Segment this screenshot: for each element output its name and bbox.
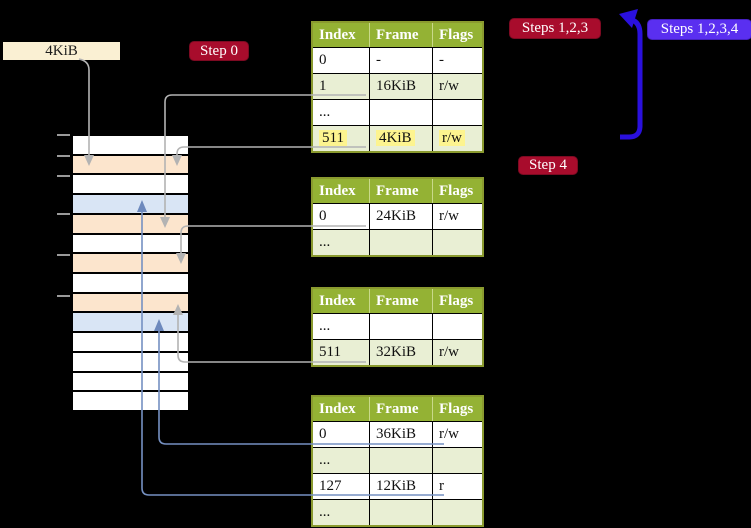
table-header-row: Index Frame Flags xyxy=(313,289,482,313)
cell-index: ... xyxy=(313,313,369,339)
memory-frame-row xyxy=(73,136,188,154)
header-cell-frame: Frame xyxy=(369,23,432,47)
cell-index: ... xyxy=(313,447,369,473)
cell-flags: r xyxy=(432,473,482,499)
highlight-mark: r/w xyxy=(439,130,465,146)
badge-step-4: Step 4 xyxy=(519,157,577,174)
header-cell-flags: Flags xyxy=(432,23,482,47)
memory-frame-row xyxy=(73,254,188,273)
cell-frame: 16KiB xyxy=(369,73,432,99)
table-header-row: Index Frame Flags xyxy=(313,23,482,47)
cell-frame xyxy=(369,99,432,125)
memory-frame-row xyxy=(73,333,188,351)
cell-flags xyxy=(432,499,482,525)
table-row: 1 16KiB r/w xyxy=(313,73,482,99)
cell-flags xyxy=(432,99,482,125)
table-row: ... xyxy=(313,499,482,525)
cell-frame: - xyxy=(369,47,432,73)
page-table-4: Index Frame Flags 0 36KiB r/w ... 127 12… xyxy=(311,395,484,527)
cell-frame xyxy=(369,313,432,339)
cell-flags: r/w xyxy=(432,203,482,229)
header-cell-index: Index xyxy=(313,289,369,313)
memory-frame-row xyxy=(73,234,188,253)
table-header-row: Index Frame Flags xyxy=(313,179,482,203)
table-row-highlighted: 511 4KiB r/w xyxy=(313,125,482,151)
header-cell-flags: Flags xyxy=(432,397,482,421)
highlight-mark: 511 xyxy=(319,130,347,146)
memory-tick xyxy=(57,254,70,256)
memory-frame-row xyxy=(73,293,188,312)
cell-flags: r/w xyxy=(432,73,482,99)
cell-index: 0 xyxy=(313,421,369,447)
table-row: 0 24KiB r/w xyxy=(313,203,482,229)
cell-frame xyxy=(369,447,432,473)
cell-index: 1 xyxy=(313,73,369,99)
header-cell-index: Index xyxy=(313,23,369,47)
cell-flags xyxy=(432,447,482,473)
cell-index: 127 xyxy=(313,473,369,499)
cell-flags: r/w xyxy=(432,339,482,365)
table-row: ... xyxy=(313,313,482,339)
memory-tick xyxy=(57,175,70,177)
table-row: 0 - - xyxy=(313,47,482,73)
table-header-row: Index Frame Flags xyxy=(313,397,482,421)
memory-frame-row xyxy=(73,195,188,213)
cell-frame: 4KiB xyxy=(369,125,432,151)
cell-frame: 36KiB xyxy=(369,421,432,447)
highlight-mark: 4KiB xyxy=(376,130,415,146)
table-row: ... xyxy=(313,229,482,255)
cell-frame xyxy=(369,499,432,525)
memory-tick xyxy=(57,213,70,215)
header-cell-flags: Flags xyxy=(432,289,482,313)
cell-frame xyxy=(369,229,432,255)
badge-steps-1-2-3: Steps 1,2,3 xyxy=(510,19,600,38)
cell-frame: 32KiB xyxy=(369,339,432,365)
header-cell-frame: Frame xyxy=(369,289,432,313)
table-row: ... xyxy=(313,447,482,473)
cell-flags: r/w xyxy=(432,125,482,151)
memory-frame-row xyxy=(73,175,188,194)
cell-index: ... xyxy=(313,99,369,125)
memory-tick xyxy=(57,134,70,136)
cell-index: 511 xyxy=(313,125,369,151)
page-size-label: 4KiB xyxy=(3,42,120,60)
memory-tick xyxy=(57,295,70,297)
header-cell-frame: Frame xyxy=(369,397,432,421)
cell-flags xyxy=(432,313,482,339)
table-row: 511 32KiB r/w xyxy=(313,339,482,365)
memory-frame-row xyxy=(73,214,188,233)
table-row: 127 12KiB r xyxy=(313,473,482,499)
memory-frame-row xyxy=(73,274,188,292)
memory-frame-row xyxy=(73,372,188,391)
cell-index: 0 xyxy=(313,203,369,229)
cell-index: ... xyxy=(313,499,369,525)
header-cell-frame: Frame xyxy=(369,179,432,203)
page-table-3: Index Frame Flags ... 511 32KiB r/w xyxy=(311,287,484,367)
memory-frame-row xyxy=(73,313,188,332)
cell-index: ... xyxy=(313,229,369,255)
memory-frame-row xyxy=(73,392,188,411)
cell-flags: - xyxy=(432,47,482,73)
page-table-1: Index Frame Flags 0 - - 1 16KiB r/w ... … xyxy=(311,21,484,153)
header-cell-index: Index xyxy=(313,179,369,203)
table-row: ... xyxy=(313,99,482,125)
badge-step-0: Step 0 xyxy=(190,42,248,60)
header-cell-index: Index xyxy=(313,397,369,421)
badge-steps-1-2-3-4: Steps 1,2,3,4 xyxy=(648,20,751,39)
memory-frame-row xyxy=(73,352,188,371)
memory-frame-row xyxy=(73,155,188,174)
cell-index: 0 xyxy=(313,47,369,73)
memory-column xyxy=(71,134,190,412)
cell-flags: r/w xyxy=(432,421,482,447)
recursive-arrowhead xyxy=(619,9,638,28)
page-table-2: Index Frame Flags 0 24KiB r/w ... xyxy=(311,177,484,257)
header-cell-flags: Flags xyxy=(432,179,482,203)
cell-flags xyxy=(432,229,482,255)
cell-index: 511 xyxy=(313,339,369,365)
cell-frame: 24KiB xyxy=(369,203,432,229)
table-row: 0 36KiB r/w xyxy=(313,421,482,447)
recursive-arrow xyxy=(620,16,643,140)
cell-frame: 12KiB xyxy=(369,473,432,499)
memory-tick xyxy=(57,155,70,157)
